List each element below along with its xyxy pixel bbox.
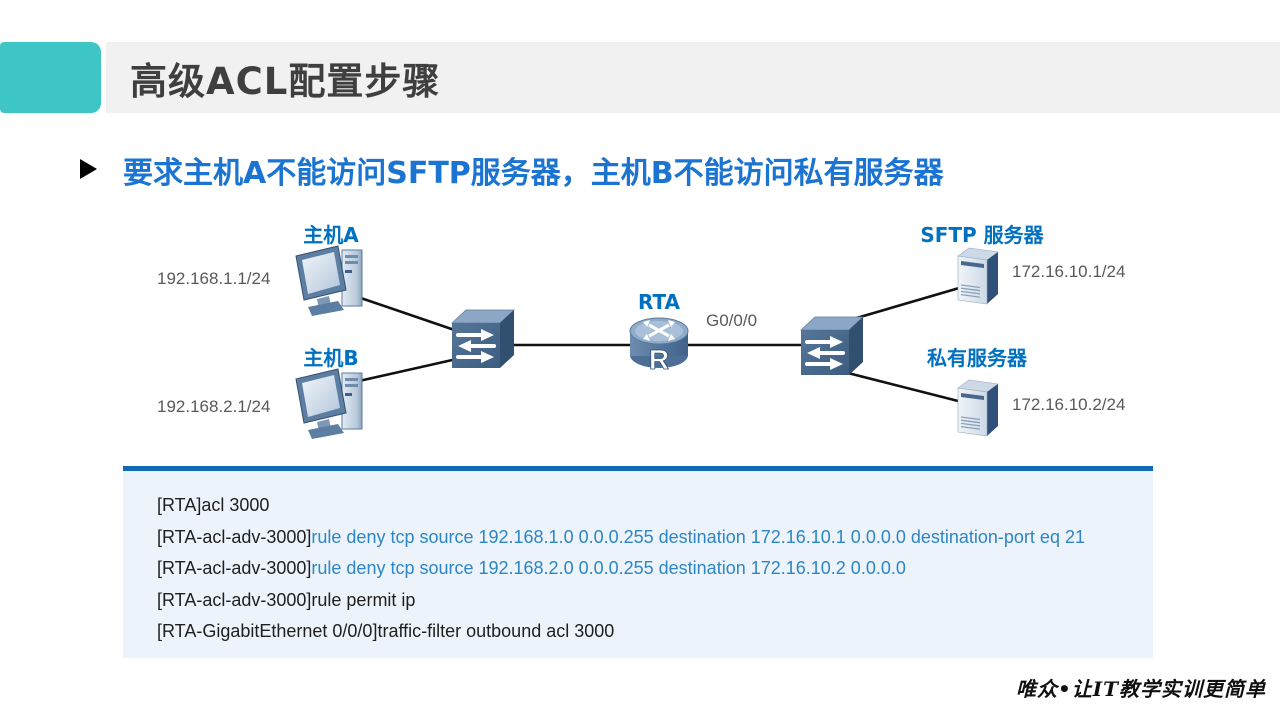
switch2-icon xyxy=(799,316,865,375)
config-prompt: [RTA-GigabitEthernet 0/0/0] xyxy=(157,621,378,641)
config-prompt: [RTA-acl-adv-3000] xyxy=(157,589,312,610)
router-label: RTA xyxy=(637,290,681,314)
config-line: [RTA-acl-adv-3000]rule deny tcp source 1… xyxy=(157,522,1153,554)
title-bar: 高级ACL配置步骤 xyxy=(106,42,1280,113)
host-b-pc-icon xyxy=(295,368,363,439)
config-line: [RTA-GigabitEthernet 0/0/0]traffic-filte… xyxy=(157,616,1153,648)
config-command: traffic-filter outbound acl 3000 xyxy=(377,621,615,641)
host-b-label: 主机B xyxy=(303,346,359,370)
link-switch2-private xyxy=(843,370,967,405)
switch1-icon xyxy=(450,309,516,368)
topology-canvas: R xyxy=(295,245,999,439)
host-a-ip: 192.168.1.1/24 xyxy=(157,269,271,288)
config-prompt: [RTA-acl-adv-3000] xyxy=(157,526,312,547)
host-a-pc-icon xyxy=(295,245,363,316)
bullet-triangle-icon xyxy=(80,159,97,179)
router-rta-icon: R xyxy=(629,317,689,375)
footer-slogan: 唯众•让IT教学实训更简单 xyxy=(1015,677,1266,701)
config-line: [RTA-acl-adv-3000]rule deny tcp source 1… xyxy=(157,553,1153,585)
host-a-label: 主机A xyxy=(303,223,359,247)
config-line: [RTA]acl 3000 xyxy=(157,490,1153,522)
config-prompt: [RTA-acl-adv-3000] xyxy=(157,558,312,578)
sftp-server-ip: 172.16.10.1/24 xyxy=(1012,262,1126,281)
requirement-text: 要求主机A不能访问SFTP服务器，主机B不能访问私有服务器 xyxy=(123,156,944,191)
config-prompt: [RTA] xyxy=(157,495,202,515)
acl-config-box: [RTA]acl 3000 [RTA-acl-adv-3000]rule den… xyxy=(123,471,1153,658)
config-box-top-rule xyxy=(123,466,1153,471)
sftp-server-icon xyxy=(957,247,999,305)
config-command: rule deny tcp source 192.168.1.0 0.0.0.2… xyxy=(311,526,1085,547)
page-title: 高级ACL配置步骤 xyxy=(130,59,441,103)
link-hostb-switch1 xyxy=(349,354,471,385)
config-line: [RTA-acl-adv-3000]rule permit ip xyxy=(157,585,1153,617)
sftp-server-label: SFTP 服务器 xyxy=(920,223,1044,247)
private-server-label: 私有服务器 xyxy=(927,346,1027,370)
host-b-ip: 192.168.2.1/24 xyxy=(157,397,271,416)
network-topology-diagram: R xyxy=(0,210,1280,472)
config-command: acl 3000 xyxy=(201,495,270,515)
config-command: rule permit ip xyxy=(311,589,416,610)
router-letter: R xyxy=(649,344,669,375)
config-command: rule deny tcp source 192.168.2.0 0.0.0.2… xyxy=(311,558,906,578)
accent-block xyxy=(0,42,101,113)
private-server-icon xyxy=(957,379,999,437)
router-interface-label: G0/0/0 xyxy=(706,311,758,330)
requirement-row: 要求主机A不能访问SFTP服务器，主机B不能访问私有服务器 xyxy=(80,148,944,192)
private-server-ip: 172.16.10.2/24 xyxy=(1012,395,1126,414)
